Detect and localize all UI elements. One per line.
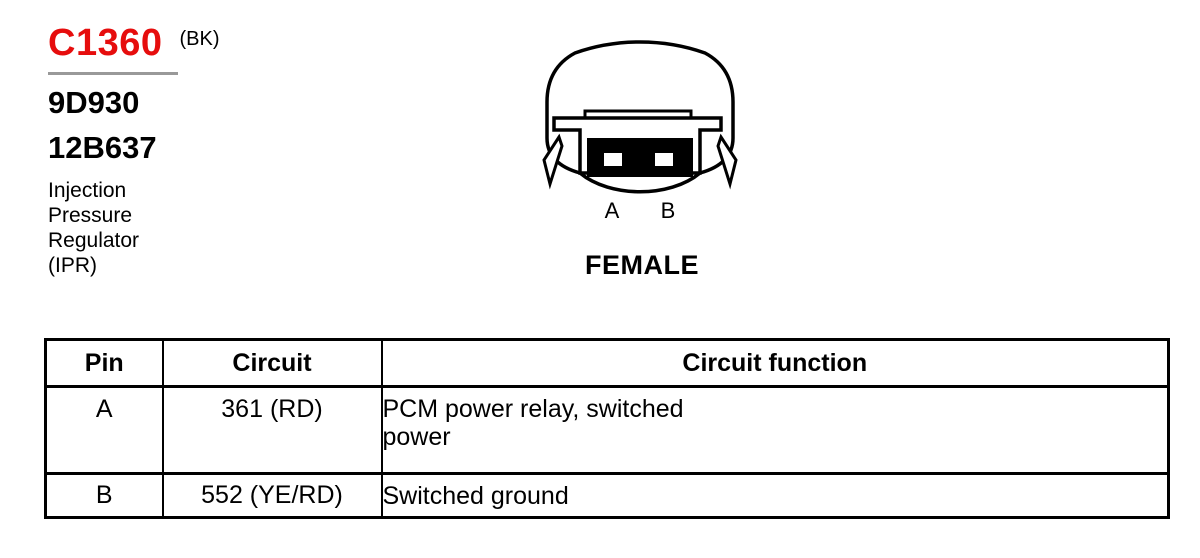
col-header-circuit-function: Circuit function	[380, 338, 1170, 388]
pin-block	[587, 138, 693, 177]
component-description-line: (IPR)	[48, 254, 97, 277]
component-description: Injection Pressure Regulator (IPR)	[48, 178, 268, 278]
pin-b-label: B	[660, 198, 676, 223]
connector-latch-right	[716, 133, 738, 190]
table-row-pin-b: B 552 (YE/RD) Switched ground	[44, 472, 1170, 519]
pinout-header-row: Pin Circuit Circuit function	[44, 338, 1170, 388]
circuit-cell: 361 (RD)	[161, 385, 383, 475]
connector-id: C1360	[48, 22, 163, 64]
circuit-function-cell: PCM power relay, switched power	[380, 385, 1170, 475]
connector-id-row: C1360 (BK)	[48, 24, 268, 62]
circuit-function-cell: Switched ground	[380, 472, 1170, 519]
part-number-2: 12B637	[48, 130, 157, 165]
connector-gender-label: FEMALE	[585, 250, 699, 280]
circuit-cell: 552 (YE/RD)	[161, 472, 383, 519]
part-number-1: 9D930	[48, 85, 140, 120]
connector-color-code: (BK)	[179, 28, 220, 50]
connector-latch-left	[542, 133, 564, 190]
component-description-line: Regulator	[48, 229, 140, 252]
pin-a-cavity	[604, 153, 622, 166]
pinout-table: Pin Circuit Circuit function A 361 (RD) …	[44, 338, 1170, 519]
connector-figure: A B FEMALE	[530, 30, 750, 290]
pin-a-label: A	[604, 198, 620, 223]
connector-drawing	[542, 40, 738, 194]
col-header-circuit: Circuit	[161, 338, 383, 388]
connector-id-block: C1360 (BK) 9D930 12B637 Injection Pressu…	[48, 24, 268, 278]
component-description-line: Injection	[48, 179, 127, 202]
pin-cell: A	[44, 385, 164, 475]
pin-cell: B	[44, 472, 164, 519]
circuit-function-text: PCM power relay, switched power	[382, 395, 684, 451]
component-description-line: Pressure	[48, 204, 133, 227]
col-header-pin: Pin	[44, 338, 164, 388]
circuit-function-text: Switched ground	[382, 481, 569, 510]
table-row-pin-a: A 361 (RD) PCM power relay, switched pow…	[44, 385, 1170, 475]
pin-b-cavity	[655, 153, 673, 166]
divider-line	[48, 72, 178, 75]
